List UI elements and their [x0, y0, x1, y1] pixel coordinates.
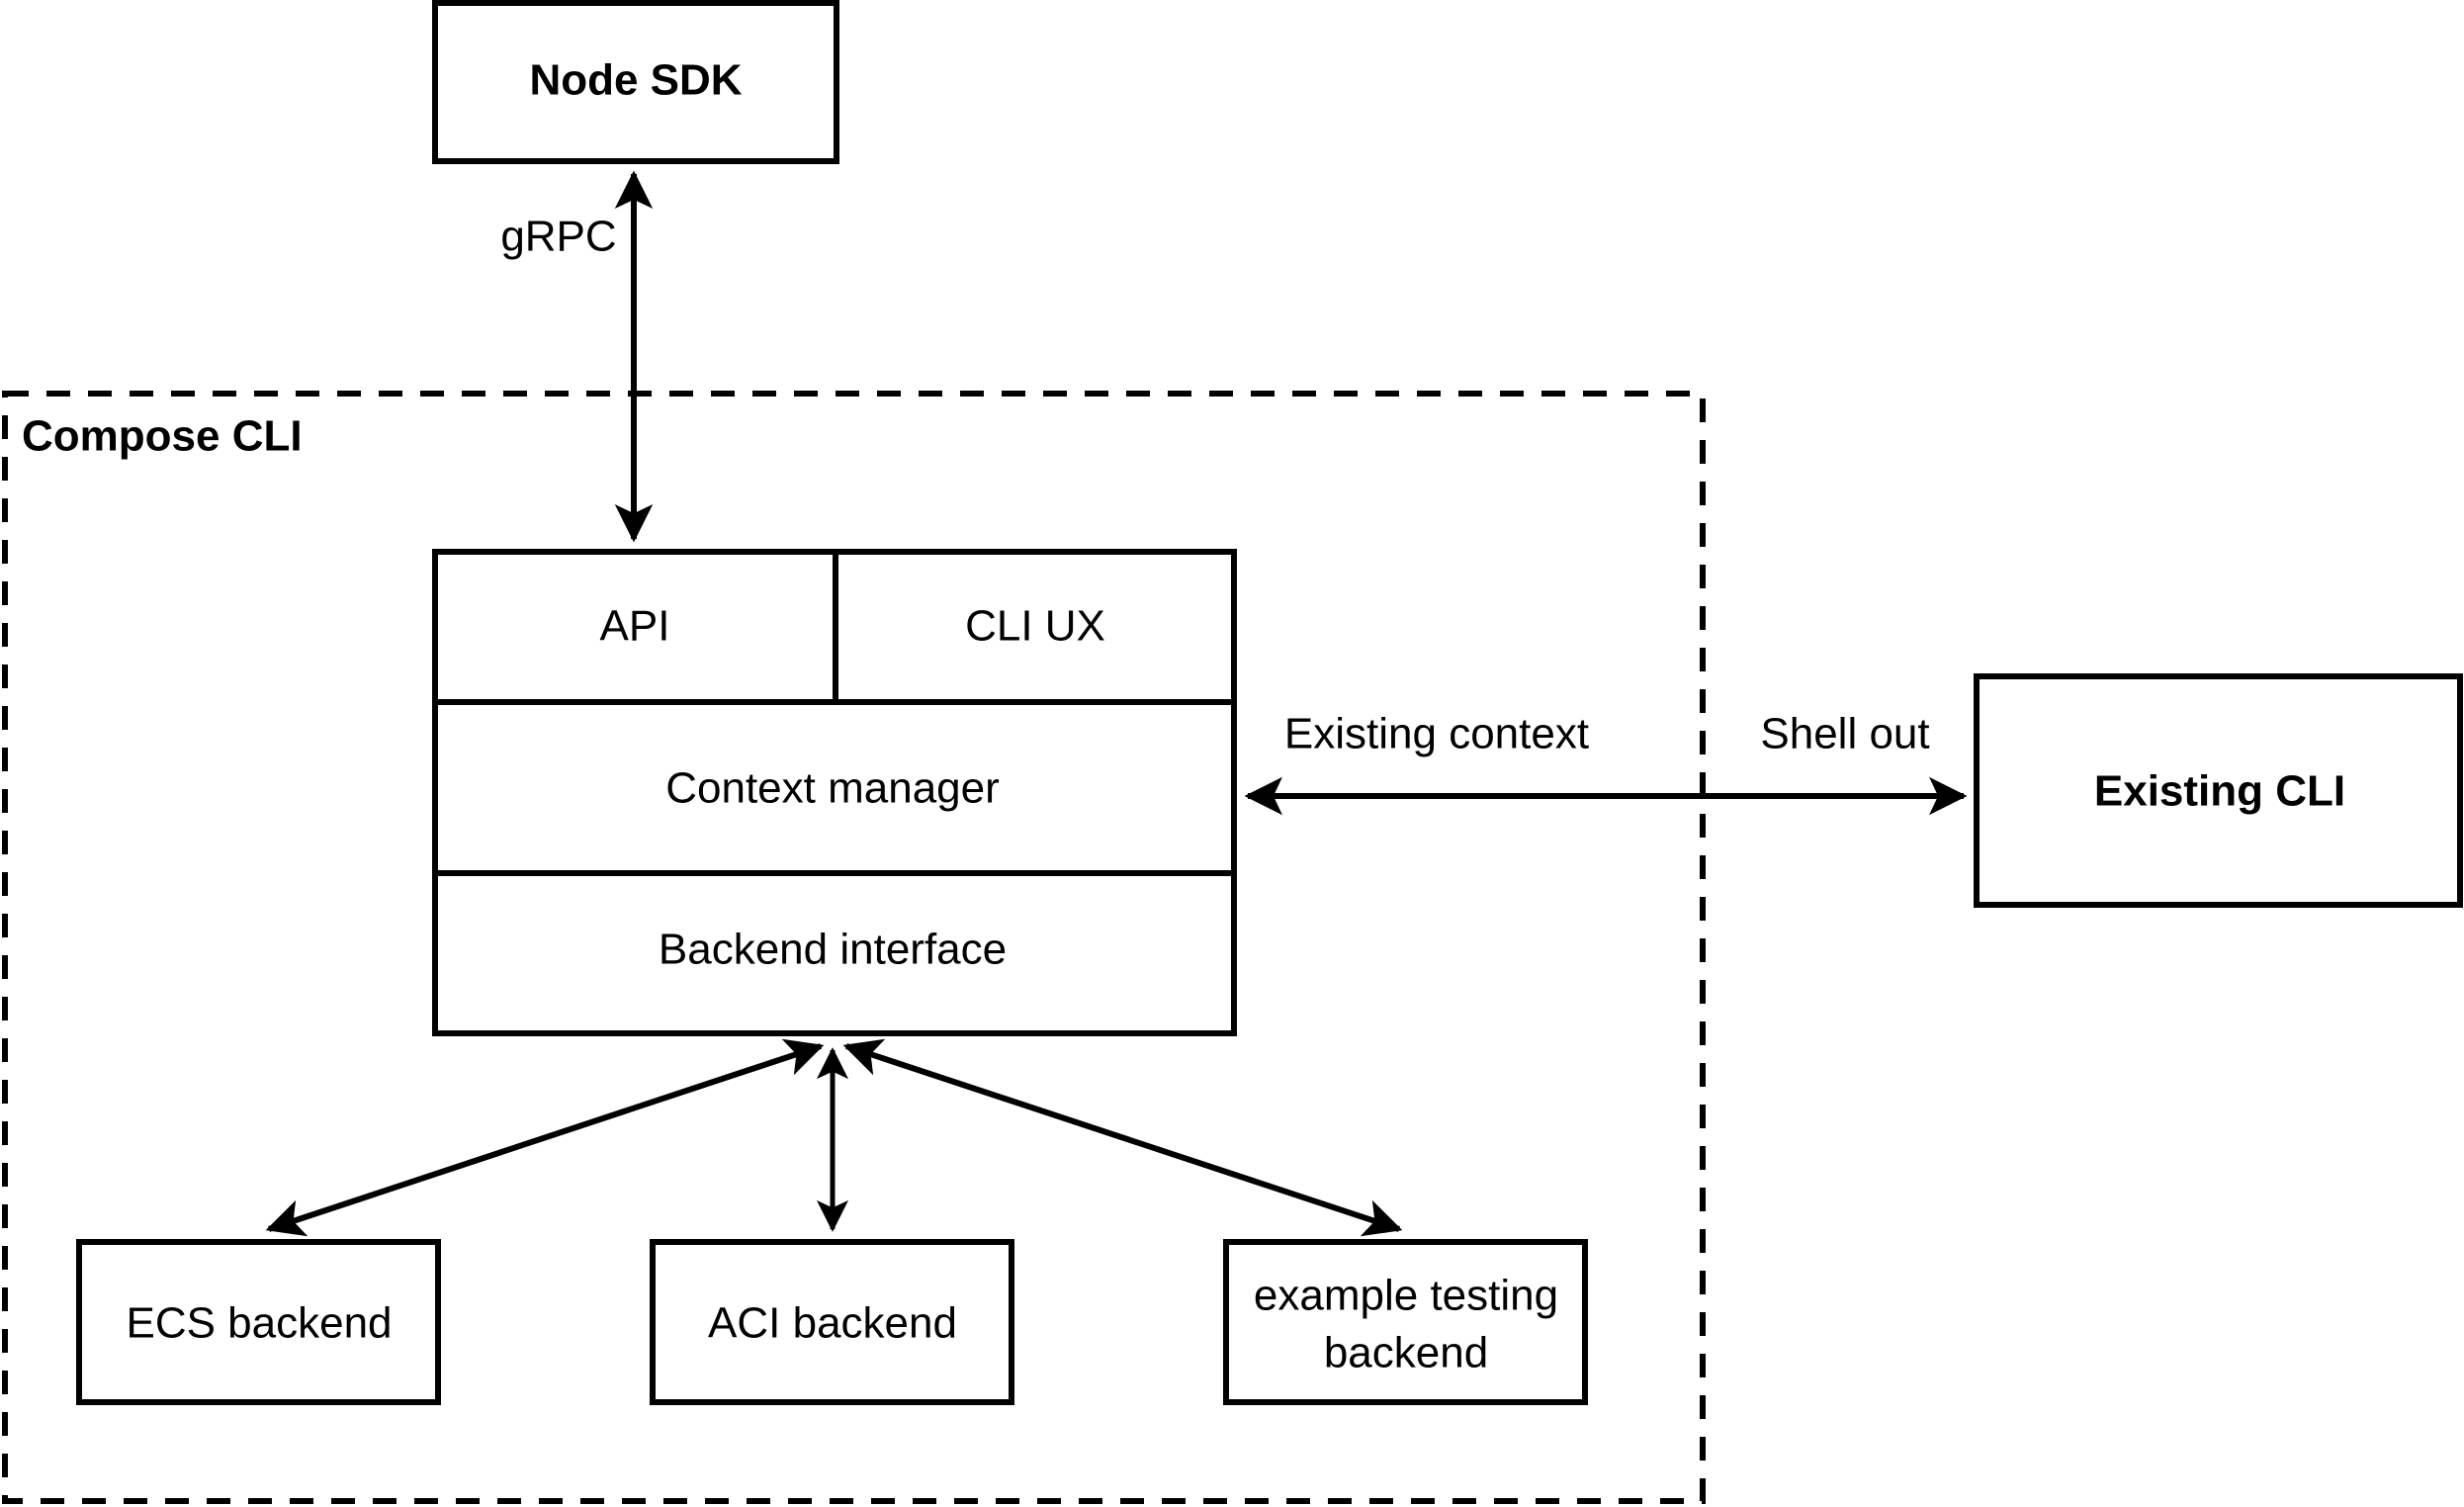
context-manager-label: Context manager [665, 764, 1000, 813]
backend-interface-label: Backend interface [659, 926, 1007, 974]
ecs-backend-box[interactable] [76, 1239, 441, 1405]
aci-backend-label: ACI backend [708, 1299, 957, 1348]
ecs-backend-edge [265, 1038, 825, 1237]
example-testing-backend-label-line1: example testing [1254, 1272, 1558, 1320]
existing-cli-box[interactable] [1974, 673, 2463, 908]
cli-ux-label: CLI UX [965, 602, 1105, 651]
existing-context-edge-label: Existing context [1284, 710, 1589, 758]
example-testing-backend-label-line2: backend [1324, 1329, 1488, 1377]
compose-cli-group-label: Compose CLI [22, 412, 303, 461]
compose-cli-group [2, 391, 1706, 1504]
example-testing-backend-edge [842, 1038, 1403, 1237]
grpc-edge-label: gRPC [500, 213, 616, 261]
api-label: API [600, 602, 670, 651]
node-sdk-label: Node SDK [529, 56, 742, 105]
existing-cli-label: Existing CLI [2094, 767, 2345, 816]
node-sdk-box[interactable] [432, 0, 839, 164]
shell-out-edge-label: Shell out [1760, 710, 1929, 758]
example-testing-backend-box[interactable] [1223, 1239, 1588, 1405]
aci-backend-box[interactable] [650, 1239, 1014, 1405]
ecs-backend-label: ECS backend [126, 1299, 392, 1348]
